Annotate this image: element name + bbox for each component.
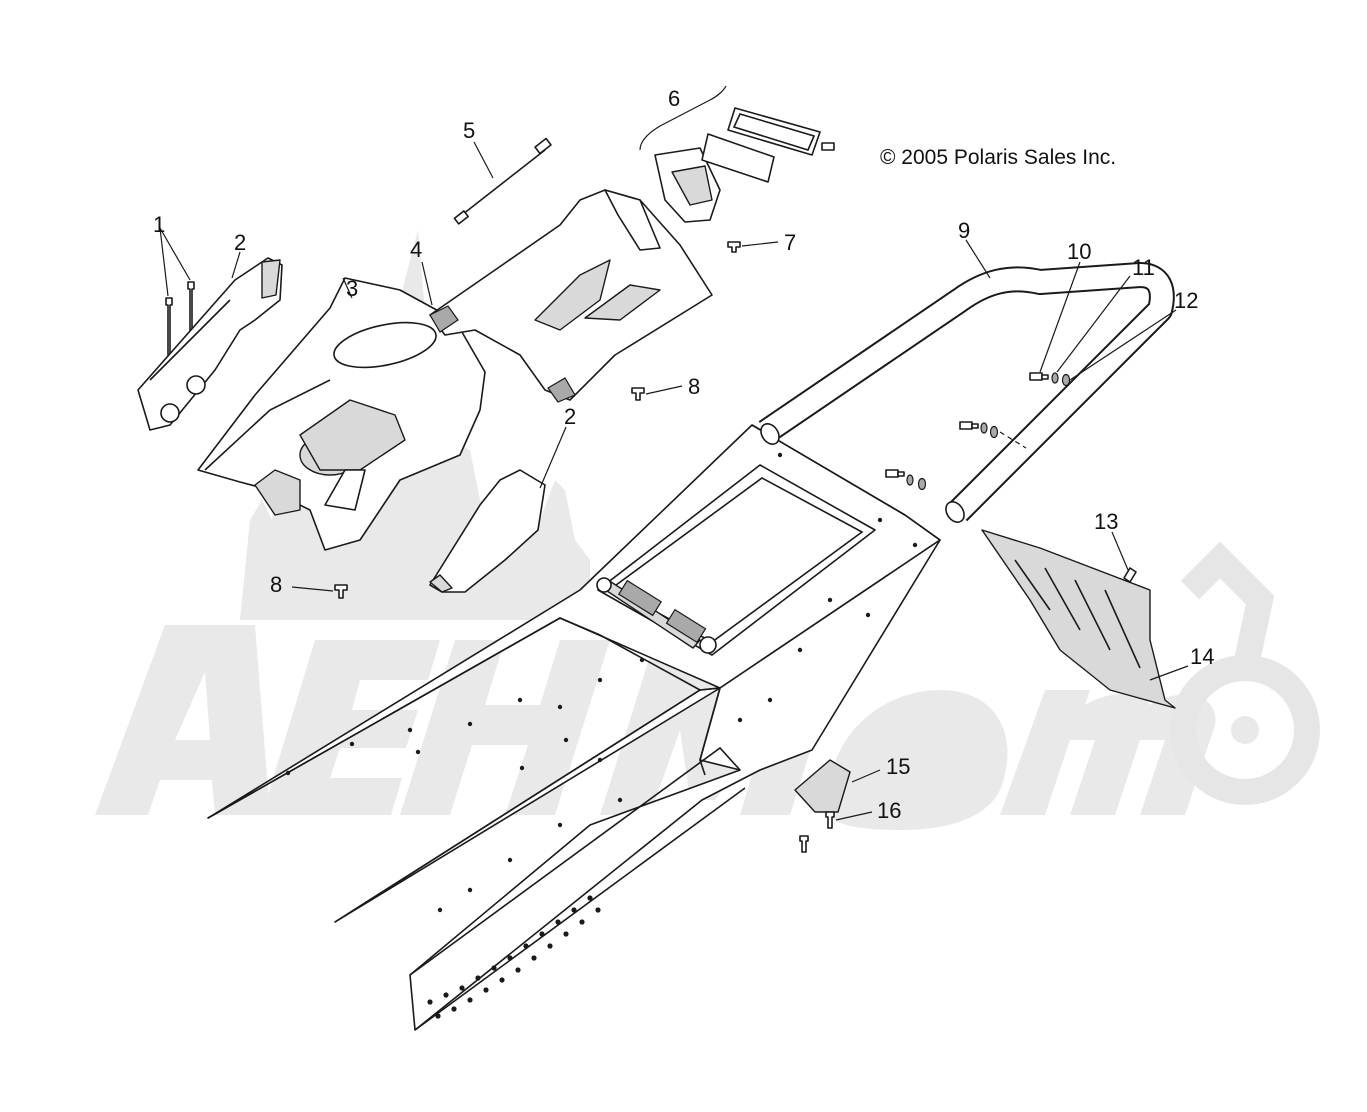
part-6-tail-light[interactable] (639, 85, 835, 223)
callout-14: 14 (1190, 644, 1214, 669)
tunnel-assembly (207, 424, 941, 1031)
part-14-snow-flap[interactable] (981, 529, 1189, 709)
callout-9: 9 (958, 218, 970, 243)
callout-2-right: 2 (564, 404, 576, 429)
callout-13: 13 (1094, 509, 1118, 534)
copyright-notice: © 2005 Polaris Sales Inc. (880, 146, 1116, 169)
part-2-side-cover-right[interactable] (429, 426, 567, 593)
callout-3: 3 (346, 276, 358, 301)
part-16-rivets[interactable] (799, 811, 873, 853)
callout-2-left: 2 (234, 230, 246, 255)
callout-15: 15 (886, 754, 910, 779)
callout-11: 11 (1132, 255, 1155, 280)
part-3-rear-housing[interactable] (197, 277, 486, 551)
callout-8-lower: 8 (270, 572, 282, 597)
part-2-side-cover-left[interactable] (137, 251, 283, 431)
callout-8-upper: 8 (688, 374, 700, 399)
part-13-screw[interactable] (1111, 531, 1137, 583)
part-8-screw-lower[interactable] (291, 584, 348, 599)
callout-labels: 1 2 3 4 5 6 7 8 2 8 9 10 11 12 13 14 15 … (153, 86, 1214, 823)
part-7-screw[interactable] (727, 241, 779, 253)
part-11-washers[interactable] (906, 275, 1131, 486)
callout-12: 12 (1174, 288, 1198, 313)
part-9-grab-bar[interactable] (757, 239, 1175, 526)
tunnel-holes (285, 452, 918, 913)
part-4-seat-top[interactable] (421, 189, 713, 403)
callout-10: 10 (1067, 239, 1091, 264)
part-5-cable[interactable] (453, 137, 552, 225)
callout-16: 16 (877, 798, 901, 823)
callout-7: 7 (784, 230, 796, 255)
callout-6: 6 (668, 86, 680, 111)
callout-5: 5 (463, 118, 475, 143)
tunnel-perforation (427, 895, 601, 1019)
part-10-bolts[interactable] (885, 261, 1081, 478)
part-15-bracket[interactable] (794, 759, 881, 813)
part-12-nuts[interactable] (917, 309, 1177, 491)
part-8-screw-upper[interactable] (631, 385, 683, 401)
callout-1: 1 (153, 212, 165, 237)
callout-4: 4 (410, 237, 422, 262)
